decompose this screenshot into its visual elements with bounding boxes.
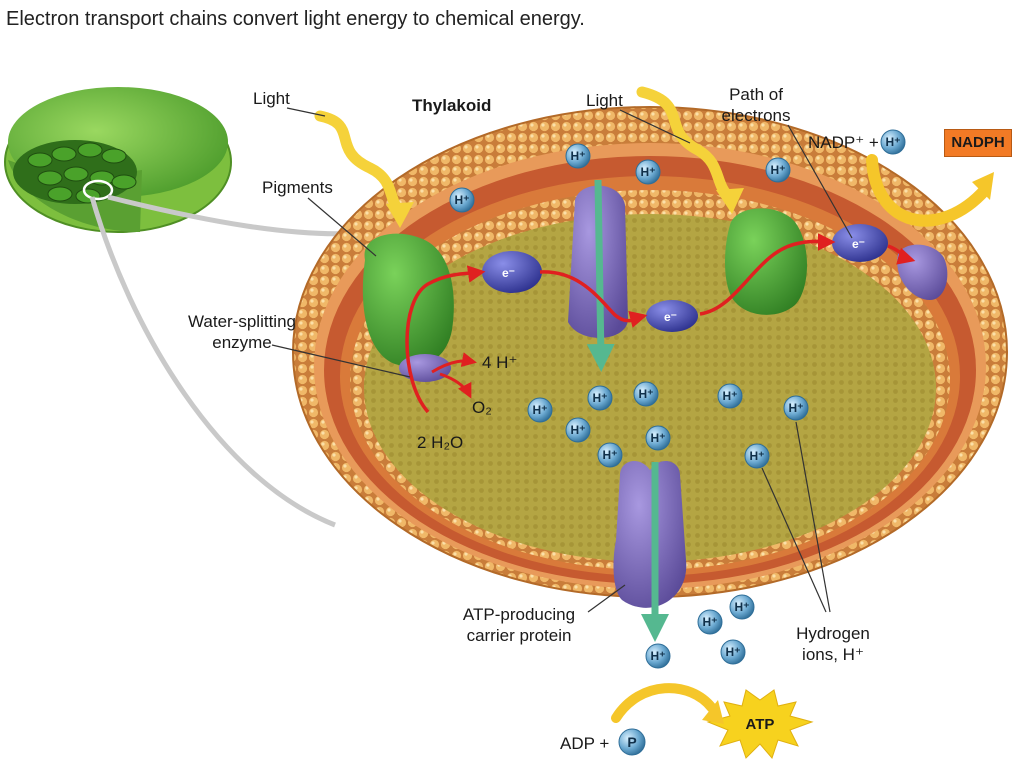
electron-path-1 <box>405 265 486 414</box>
atp-formation-arrow <box>611 683 717 723</box>
svg-text:H⁺: H⁺ <box>886 135 901 149</box>
label-adp-plus: ADP + <box>560 734 610 753</box>
h-ion-icon: H⁺ <box>765 157 791 183</box>
label-path-of-electrons: Path of electrons <box>716 84 796 126</box>
svg-text:H⁺: H⁺ <box>771 163 786 177</box>
svg-text:H⁺: H⁺ <box>735 600 750 614</box>
photosystem-ii-pigments <box>362 233 454 367</box>
electron-path-2 <box>539 270 648 328</box>
oxygen-release-arrow <box>439 372 472 399</box>
chloroplast <box>4 87 232 233</box>
svg-text:H⁺: H⁺ <box>639 387 654 401</box>
svg-text:H⁺: H⁺ <box>726 645 741 659</box>
h-ion-icon: H⁺ <box>633 381 659 407</box>
h-ion-icon: H⁺ <box>744 443 770 469</box>
label-light-right: Light <box>586 91 623 110</box>
label-light-left: Light <box>253 89 290 108</box>
svg-text:H⁺: H⁺ <box>533 403 548 417</box>
svg-text:H⁺: H⁺ <box>651 431 666 445</box>
label-pigments: Pigments <box>262 178 333 197</box>
svg-text:H⁺: H⁺ <box>571 423 586 437</box>
h-ion-icon: H⁺ <box>783 395 809 421</box>
h-ion-icon: H⁺ <box>565 143 591 169</box>
diagram-title: Electron transport chains convert light … <box>6 8 585 30</box>
label-hydrogen-ions: Hydrogen ions, H⁺ <box>788 623 878 665</box>
proton-release-arrow <box>431 352 477 374</box>
label-nadp-plus: NADP⁺ + <box>808 133 879 152</box>
label-water-splitting-line1: Water-splitting <box>187 312 296 331</box>
atp-formation-arrow-head <box>702 700 724 724</box>
svg-text:H⁺: H⁺ <box>651 649 666 663</box>
svg-text:H⁺: H⁺ <box>723 389 738 403</box>
h-ion-icon: H⁺ <box>717 383 743 409</box>
h-ion-icon: H⁺ <box>597 442 623 468</box>
svg-text:H⁺: H⁺ <box>593 391 608 405</box>
label-path-of-electrons-line2: electrons <box>721 106 791 125</box>
label-hydrogen-ions-line1: Hydrogen <box>796 624 870 643</box>
label-2-h2o: 2 H₂O <box>417 433 464 452</box>
svg-text:H⁺: H⁺ <box>703 615 718 629</box>
h-ion-icon: H⁺ <box>729 594 755 620</box>
light-arrow-right-head <box>716 188 744 214</box>
svg-text:H⁺: H⁺ <box>750 449 765 463</box>
label-atp-producing-carrier-protein: ATP-producing carrier protein <box>448 604 590 646</box>
h-pump-arrow <box>586 179 615 372</box>
label-atp-carrier-line2: carrier protein <box>466 626 572 645</box>
h-ion-icon: H⁺ <box>527 397 553 423</box>
label-water-splitting-enzyme: Water-splitting enzyme <box>180 311 304 353</box>
h-ion-icon: H⁺ <box>720 639 746 665</box>
atp-burst <box>706 689 814 759</box>
nadph-box: NADPH <box>944 129 1012 157</box>
electron-carrier-2 <box>646 300 698 332</box>
svg-text:H⁺: H⁺ <box>641 165 656 179</box>
light-arrow-right <box>636 86 736 204</box>
svg-text:H⁺: H⁺ <box>571 149 586 163</box>
phosphate-label: P <box>627 734 636 750</box>
electron-label-3: e⁻ <box>852 237 865 251</box>
svg-text:H⁺: H⁺ <box>789 401 804 415</box>
atp-synthase <box>613 460 687 608</box>
label-4-h-plus: 4 H⁺ <box>482 353 518 372</box>
electron-label-1: e⁻ <box>502 266 515 280</box>
electron-path-3 <box>699 233 836 316</box>
zoom-connector-lower <box>89 196 336 528</box>
label-atp-carrier-line1: ATP-producing <box>462 605 576 624</box>
nadph-arrow <box>866 154 991 227</box>
leader-lines <box>271 107 853 613</box>
nadph-arrow-head <box>972 172 994 200</box>
phosphate-icon <box>618 728 646 756</box>
electron-carrier-3 <box>832 224 888 262</box>
label-hydrogen-ions-line2: ions, H⁺ <box>802 645 864 664</box>
h-ion-icon: H⁺ <box>587 385 613 411</box>
label-o2: O₂ <box>472 398 492 417</box>
h-ion-icon: H⁺ <box>635 159 661 185</box>
electron-path-4 <box>887 244 916 265</box>
h-ion-icon: H⁺ <box>565 417 591 443</box>
light-arrow-left <box>314 110 406 218</box>
electron-carrier-1 <box>482 251 542 293</box>
h-ion-icon: H⁺ <box>697 609 723 635</box>
electron-label-2: e⁻ <box>664 310 677 324</box>
atp-label: ATP <box>746 716 775 733</box>
svg-text:H⁺: H⁺ <box>603 448 618 462</box>
svg-text:H⁺: H⁺ <box>455 193 470 207</box>
light-arrow-left-head <box>386 202 414 228</box>
label-water-splitting-line2: enzyme <box>212 333 272 352</box>
h-ion-icon: H⁺ <box>880 129 906 155</box>
h-ion-icon: H⁺ <box>645 643 671 669</box>
h-ion-icon: H⁺ <box>645 425 671 451</box>
h-ion-icon: H⁺ <box>449 187 475 213</box>
label-thylakoid: Thylakoid <box>412 96 492 115</box>
label-path-of-electrons-line1: Path of <box>729 85 783 104</box>
h-ions: H⁺ H⁺ H⁺ H⁺ H⁺ H⁺ H⁺ H⁺ H⁺ H⁺ H⁺ H⁺ H⁺ H… <box>449 129 906 669</box>
